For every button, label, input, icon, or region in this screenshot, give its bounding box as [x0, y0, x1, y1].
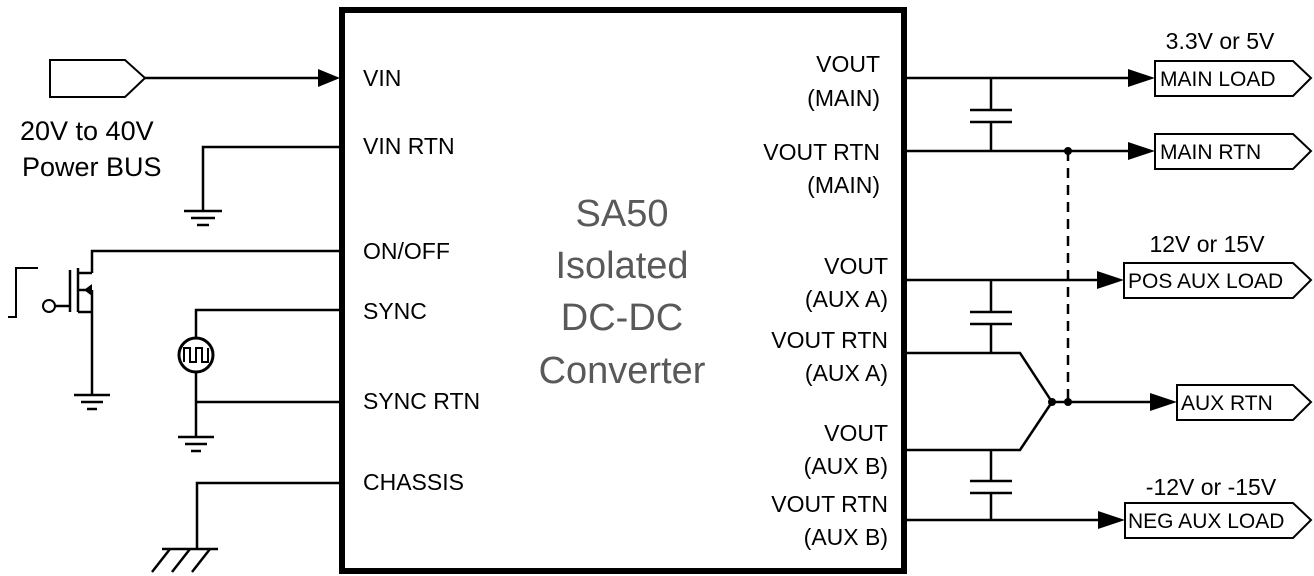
converter-title-4: Converter	[539, 350, 706, 392]
pin-vout-rtn-aux-a-sub: (AUX A)	[805, 360, 888, 386]
neg-aux-voltage-label: -12V or -15V	[1146, 474, 1277, 500]
converter-block	[339, 7, 907, 574]
vin-rtn-ground	[184, 145, 340, 227]
pin-on-off: ON/OFF	[363, 238, 450, 264]
pin-vout-rtn-main-sub: (MAIN)	[807, 172, 880, 198]
aux-rtn-label: AUX RTN	[1181, 392, 1273, 415]
pin-vout-rtn-aux-b: VOUT RTN	[771, 491, 888, 517]
power-bus-connector	[49, 59, 340, 98]
chassis-ground	[151, 481, 340, 573]
main-rtn-tag	[1154, 133, 1313, 170]
power-bus-label-2: Power BUS	[22, 152, 162, 182]
main-load-label: MAIN LOAD	[1160, 68, 1276, 91]
neg-aux-load-label: NEG AUX LOAD	[1128, 510, 1284, 533]
pin-sync-rtn: SYNC RTN	[363, 388, 480, 414]
pin-vout-aux-a: VOUT	[824, 253, 888, 279]
pin-vin-rtn: VIN RTN	[363, 133, 455, 159]
main-voltage-label: 3.3V or 5V	[1166, 28, 1275, 54]
pin-vout-aux-b: VOUT	[824, 420, 888, 446]
pos-aux-load-label: POS AUX LOAD	[1128, 270, 1283, 293]
pin-sync: SYNC	[363, 298, 427, 324]
main-rtn-label: MAIN RTN	[1160, 141, 1261, 164]
pin-vout-aux-a-sub: (AUX A)	[805, 286, 888, 312]
mosfet-switch	[42, 249, 340, 411]
pin-vout-rtn-aux-b-sub: (AUX B)	[804, 524, 888, 550]
pos-aux-load-tag	[1123, 262, 1313, 299]
neg-aux-load-tag	[1124, 502, 1313, 539]
pin-vout-rtn-aux-a: VOUT RTN	[771, 327, 888, 353]
pin-vout-aux-b-sub: (AUX B)	[804, 453, 888, 479]
converter-title-3: DC-DC	[561, 297, 683, 339]
aux-rtn-tag	[1176, 384, 1313, 421]
main-load-tag	[1154, 60, 1313, 97]
sync-oscillator	[177, 308, 340, 453]
converter-title-2: Isolated	[555, 245, 688, 287]
power-bus-label-1: 20V to 40V	[20, 116, 154, 146]
step-signal-icon	[8, 267, 38, 318]
pin-chassis: CHASSIS	[363, 469, 464, 495]
pos-aux-voltage-label: 12V or 15V	[1149, 231, 1265, 257]
aux-output-wiring	[904, 271, 1177, 529]
pin-vout-rtn-main: VOUT RTN	[763, 139, 880, 165]
pin-vout-main-sub: (MAIN)	[807, 85, 880, 111]
converter-title-1: SA50	[576, 193, 669, 235]
main-output-wiring	[904, 69, 1155, 160]
pin-vin: VIN	[363, 65, 401, 91]
pin-vout-main: VOUT	[816, 51, 880, 77]
